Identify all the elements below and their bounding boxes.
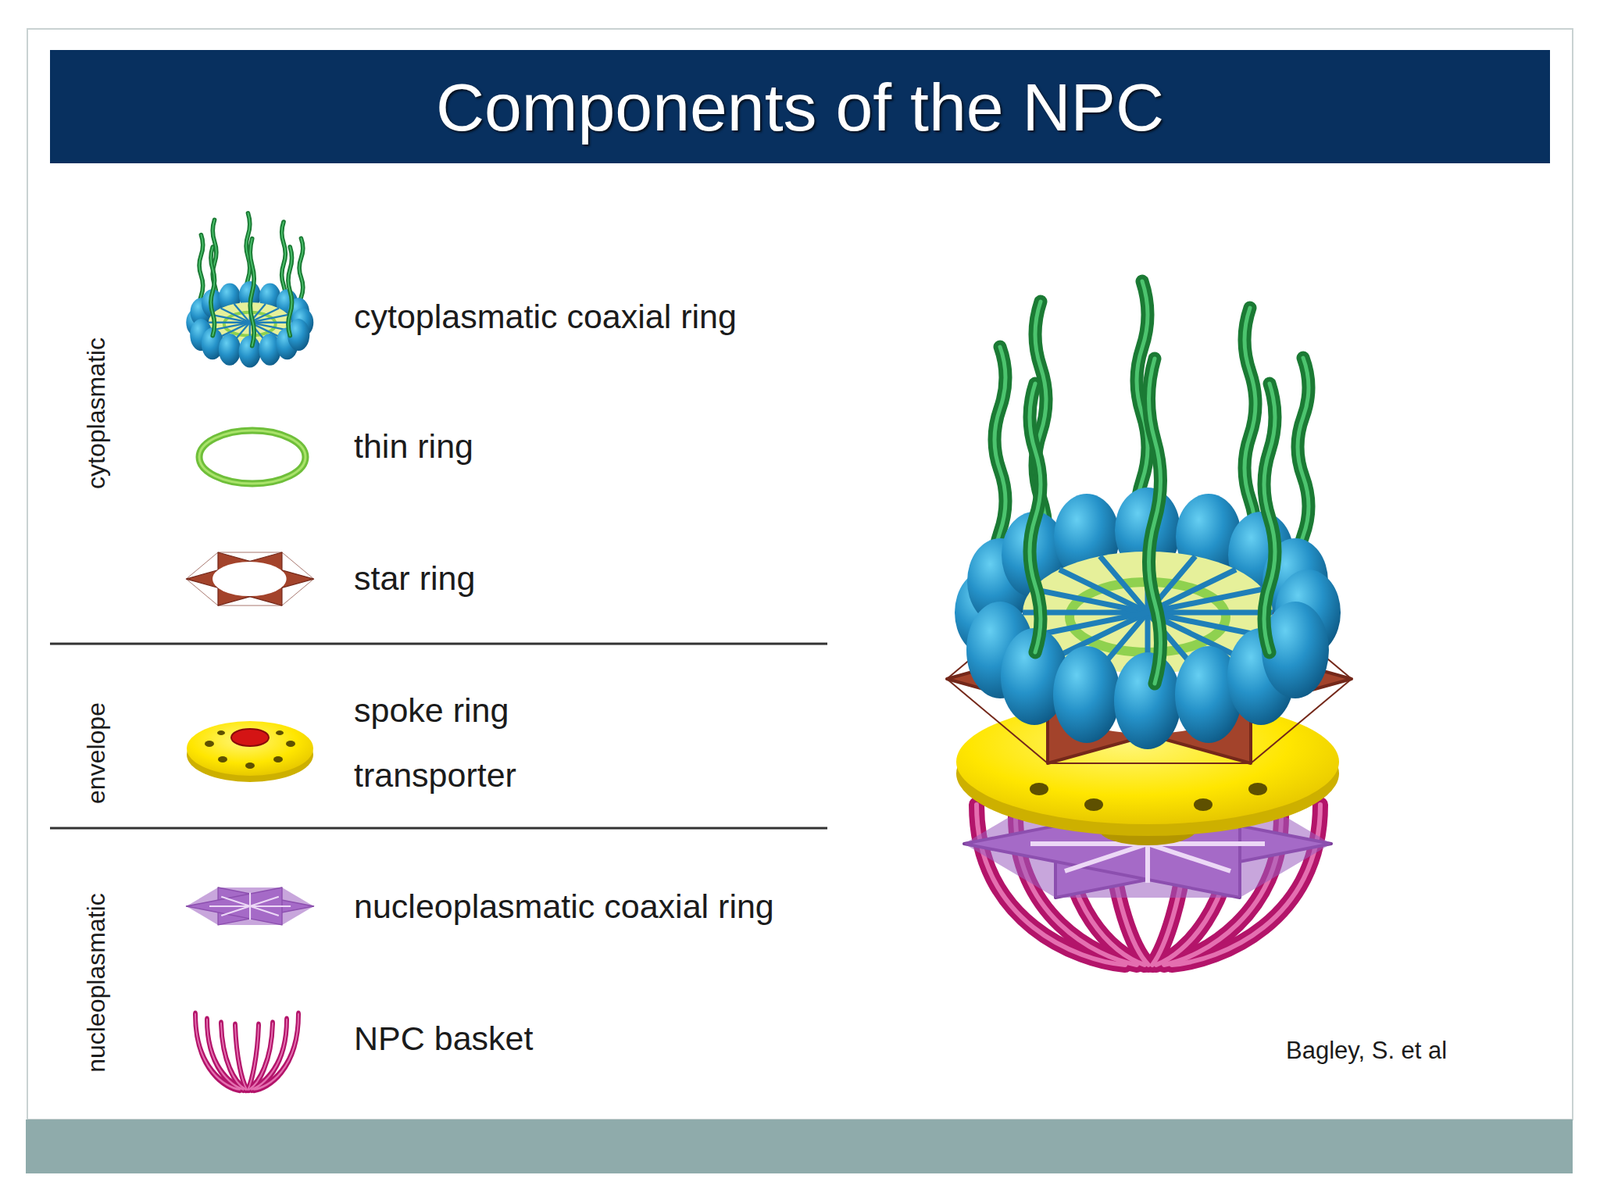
star-ring-icon (185, 552, 314, 606)
filament (1264, 383, 1275, 653)
ring-blob (1114, 652, 1182, 750)
title-banner (50, 50, 1550, 164)
disc-hole (1248, 782, 1268, 796)
disc-hole (1029, 782, 1049, 796)
spoke-ring-icon (186, 721, 314, 783)
basket-icon (195, 1014, 299, 1090)
disc-hole (245, 762, 255, 769)
nucleoplasmatic-ring-icon (185, 887, 314, 925)
ring-blob (1053, 646, 1121, 743)
part-label: transporter (353, 757, 517, 794)
filament-highlight (1149, 358, 1161, 684)
separator-line (50, 827, 828, 830)
ring-blobs-front (966, 601, 1329, 750)
disc-hole (204, 740, 215, 747)
disc-hole (285, 740, 296, 747)
part-label: star ring (353, 560, 475, 597)
coaxial-ring-icon (185, 213, 314, 368)
disc-hole (273, 756, 283, 763)
filament (1029, 383, 1041, 653)
thin-ring-highlight (199, 430, 306, 484)
disc-hole (1084, 798, 1104, 811)
group-label: envelope (82, 702, 111, 804)
part-label: NPC basket (353, 1020, 533, 1058)
disc-top (186, 721, 314, 776)
group-label: cytoplasmatic (82, 337, 111, 490)
disc-hole (217, 730, 225, 736)
filament-highlight (1029, 383, 1041, 653)
cytoplasmatic-ring (954, 281, 1341, 750)
thin-ring-icon (199, 430, 306, 484)
slide-title: Components of the NPC (435, 70, 1165, 145)
slide-frame (27, 28, 1573, 1120)
separator-line (50, 642, 828, 646)
filament-highlights (1029, 358, 1275, 684)
filament-highlight (1264, 383, 1275, 653)
filament (1149, 358, 1161, 684)
filaments (1029, 358, 1275, 684)
disc-hole (217, 756, 228, 763)
footer-bar (25, 1119, 1573, 1174)
part-label: thin ring (353, 428, 474, 465)
disc-hole (275, 730, 284, 736)
part-label: spoke ring (353, 692, 509, 729)
credit-note: Bagley, S. et al (1285, 1037, 1447, 1065)
group-label: nucleoplasmatic (82, 892, 111, 1072)
transporter-icon (231, 728, 269, 747)
disc-hole (1193, 798, 1213, 811)
part-label: cytoplasmatic coaxial ring (353, 298, 737, 336)
part-label: nucleoplasmatic coaxial ring (353, 888, 775, 925)
